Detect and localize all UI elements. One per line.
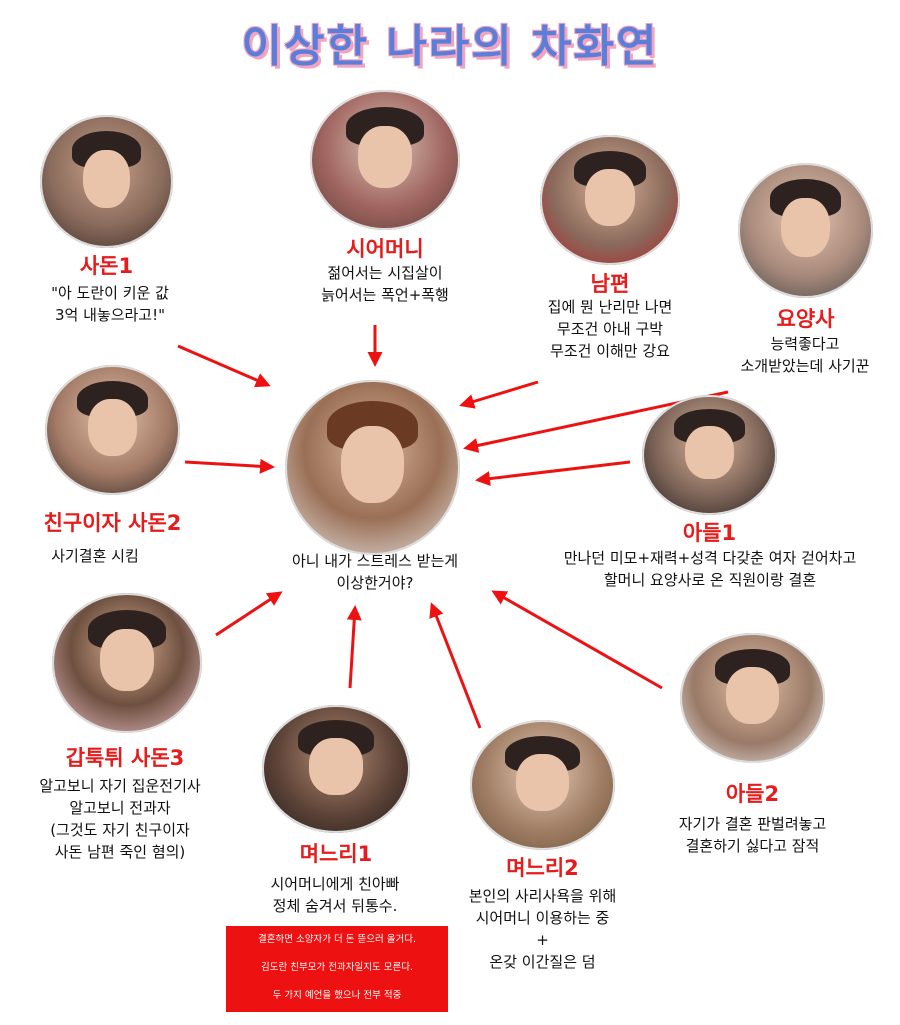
arrow-sadon3: [215, 591, 283, 637]
prediction-note: 결혼하면 소양자가 더 돈 뜯으러 올거다. 김도란 친부모가 전과자일지도 모…: [226, 926, 448, 1012]
friend-sadon2-desc: 사기결혼 시킴: [51, 547, 139, 565]
arrow-son1: [475, 460, 631, 487]
daughter-in-law2-name: 며느리2: [506, 856, 579, 880]
mother-in-law-name: 시어머니: [346, 237, 424, 261]
sadon1-name: 사돈1: [79, 254, 134, 278]
sadon3-photo: [52, 593, 202, 733]
daughter-in-law1-photo: [262, 705, 410, 833]
husband-photo: [540, 135, 680, 265]
sadon1-desc: "아 도란이 키운 값 3억 내놓으라고!": [51, 284, 169, 324]
daughter-in-law1-name: 며느리1: [299, 842, 373, 866]
caregiver-photo: [738, 163, 873, 298]
daughter-in-law2-desc: 본인의 사리사욕을 위해 시어머니 이용하는 중 + 온갖 이간질은 덤: [468, 887, 617, 971]
daughter-in-law2-photo: [470, 720, 615, 850]
center-photo: [285, 380, 460, 555]
arrow-sadon1: [177, 344, 271, 388]
sadon1-photo: [40, 115, 173, 248]
arrow-son2: [491, 590, 663, 690]
page-title: 이상한 나라의 차화연: [241, 21, 659, 72]
son1-desc: 만나던 미모+재력+성격 다갖춘 여자 걷어차고 할머니 요양사로 온 직원이랑…: [563, 549, 857, 589]
son1-photo: [642, 395, 777, 515]
daughter-in-law1-desc: 시어머니에게 친아빠 정체 숨겨서 뒤통수.: [270, 875, 400, 915]
friend-sadon2-name: 친구이자 사돈2: [43, 511, 182, 535]
arrow-daughter-in-law2: [429, 602, 482, 729]
arrow-friend-sadon2: [184, 458, 275, 474]
mother-in-law-photo: [310, 90, 460, 230]
caregiver-name: 요양사: [776, 307, 835, 331]
sadon3-name: 갑툭튀 사돈3: [65, 746, 185, 770]
arrow-husband: [459, 380, 539, 409]
son2-desc: 자기가 결혼 판벌려놓고 결혼하기 싫다고 잠적: [678, 815, 827, 855]
friend-sadon2-photo: [45, 365, 180, 495]
husband-name: 남편: [590, 272, 630, 296]
son2-photo: [680, 633, 825, 763]
son2-name: 아들2: [725, 782, 780, 806]
center-caption: 아니 내가 스트레스 받는게 이상한거야?: [291, 552, 459, 592]
caregiver-desc: 능력좋다고 소개받았는데 사기꾼: [740, 335, 870, 375]
husband-desc: 집에 뭔 난리만 나면 무조건 아내 구박 무조건 이해만 강요: [547, 298, 673, 360]
son1-name: 아들1: [682, 521, 737, 545]
sadon3-desc: 알고보니 자기 집운전기사 알고보니 전과자 (그것도 자기 친구이자 사돈 남…: [39, 777, 201, 861]
arrow-daughter-in-law1: [346, 605, 362, 689]
mother-in-law-desc: 젊어서는 시집살이 늙어서는 폭언+폭행: [321, 264, 449, 304]
